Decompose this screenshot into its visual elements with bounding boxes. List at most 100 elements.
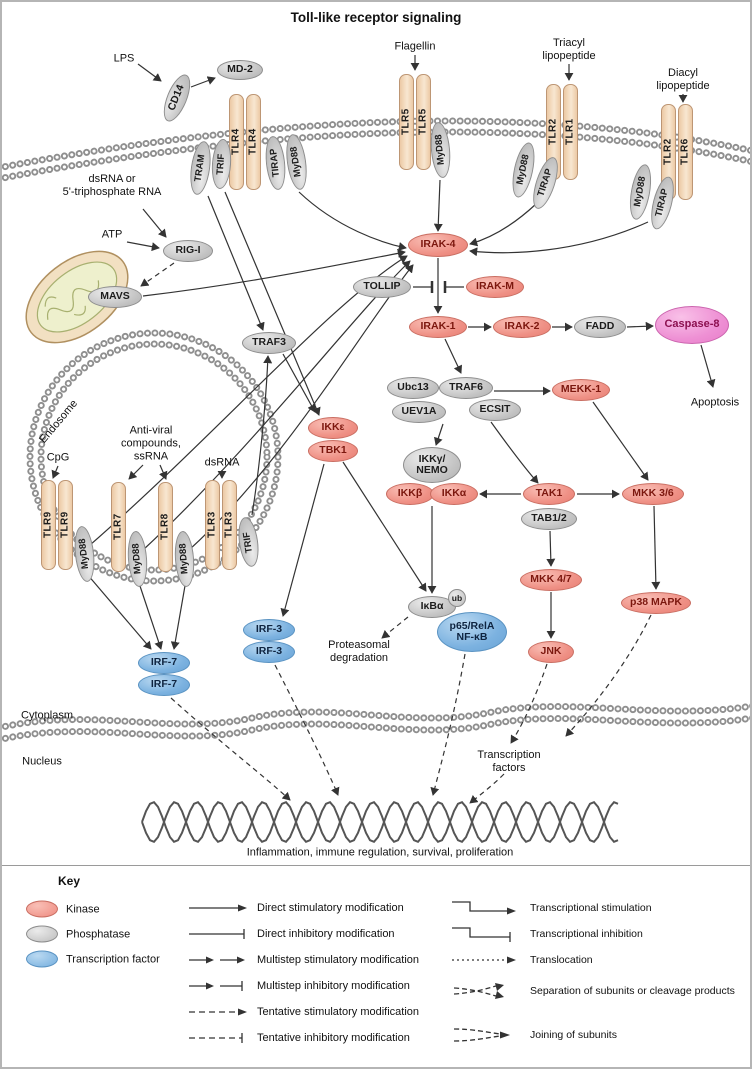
node-tbk1: TBK1 xyxy=(308,440,358,462)
multistep-stimulatory-label: Multistep stimulatory modification xyxy=(257,954,420,966)
edge-6 xyxy=(433,179,443,232)
node-irakm: IRAK-M xyxy=(466,276,524,298)
multistep-stimulatory-icon xyxy=(189,956,245,964)
edge-44 xyxy=(430,653,466,796)
tentative-stimulatory-icon xyxy=(189,1008,247,1016)
dna-strand-2 xyxy=(141,801,619,843)
separation-label: Separation of subunits or cleavage produ… xyxy=(530,985,735,997)
label-nucleus: Nucleus xyxy=(22,755,62,768)
label-dsrna5: dsRNA or 5'-triphosphate RNA xyxy=(62,173,162,198)
legend-transcription-factor: Transcription factor xyxy=(26,950,160,968)
tentative-inhibitory-icon xyxy=(189,1033,243,1043)
node-nfkb: p65/RelA NF-κB xyxy=(437,612,507,652)
edge-16 xyxy=(142,260,411,551)
legend-tentative-inhibitory: Tentative inhibitory modification xyxy=(187,1030,410,1046)
node-irf3b: IRF-3 xyxy=(243,641,295,663)
label-flagellin: Flagellin xyxy=(394,40,436,53)
node-tlr6: TLR6 xyxy=(677,104,693,200)
node-ubc13: Ubc13 xyxy=(387,377,439,399)
label-cpg: CpG xyxy=(46,451,70,464)
edge-50 xyxy=(51,465,60,479)
legend-joining: Joining of subunits xyxy=(450,1026,617,1044)
node-p38: p38 MAPK xyxy=(621,592,691,614)
mitochondrion xyxy=(25,250,129,344)
edge-47 xyxy=(510,663,548,744)
legend-transcriptional-inhibition: Transcriptional inhibition xyxy=(450,925,643,943)
edge-49 xyxy=(469,773,505,804)
nuclear-membrane xyxy=(2,702,750,743)
legend-kinase: Kinase xyxy=(26,900,100,918)
label-caption: Inflammation, immune regulation, surviva… xyxy=(246,846,514,859)
edge-24 xyxy=(170,579,187,650)
joining-icon xyxy=(453,1028,510,1042)
node-uev1a: UEV1A xyxy=(392,401,446,423)
phosphatase-swatch xyxy=(26,925,58,943)
edge-13 xyxy=(140,262,175,287)
figure-title: Toll-like receptor signaling xyxy=(290,10,462,25)
legend-separation: Separation of subunits or cleavage produ… xyxy=(450,982,735,1000)
dna-helix xyxy=(141,801,619,843)
label-apoptosis: Apoptosis xyxy=(690,396,740,409)
edge-22 xyxy=(86,573,152,650)
node-tlr7: TLR7 xyxy=(110,482,126,572)
node-tlr5a: TLR5 xyxy=(398,74,414,170)
legend-direct-inhibitory: Direct inhibitory modification xyxy=(187,926,395,942)
node-tlr5b: TLR5 xyxy=(415,74,431,170)
endosome-membrane xyxy=(26,329,282,585)
node-mkk36: MKK 3/6 xyxy=(622,483,684,505)
node-ikkb: IKKβ xyxy=(386,483,434,505)
node-ub: ub xyxy=(448,589,466,607)
edge-46 xyxy=(170,697,291,801)
edge-7 xyxy=(469,203,537,247)
label-triacyl: Triacyl lipopeptide xyxy=(542,37,596,62)
legend-tentative-stimulatory: Tentative stimulatory modification xyxy=(187,1004,419,1020)
edge-1 xyxy=(190,76,216,88)
edge-52 xyxy=(159,464,168,480)
node-mavs: MAVS xyxy=(88,286,142,308)
edge-11 xyxy=(142,208,167,238)
edge-0 xyxy=(137,63,162,82)
node-mekk1: MEKK-1 xyxy=(552,379,610,401)
node-nemo: IKKγ/ NEMO xyxy=(403,447,461,483)
kinase-swatch xyxy=(26,900,58,918)
node-ikke: IKKε xyxy=(308,417,358,439)
diagram-canvas xyxy=(2,55,750,843)
label-dsrna: dsRNA xyxy=(204,456,240,469)
node-tak1: TAK1 xyxy=(523,483,575,505)
edge-23 xyxy=(137,579,163,650)
transcriptional-stimulation-label: Transcriptional stimulation xyxy=(530,902,652,914)
node-irf3a: IRF-3 xyxy=(243,619,295,641)
node-irak4: IRAK-4 xyxy=(408,233,468,257)
edge-30 xyxy=(626,321,654,331)
translocation-label: Translocation xyxy=(530,954,593,966)
node-mkk47: MKK 4/7 xyxy=(520,569,582,591)
label-antiviral: Anti-viral compounds, ssRNA xyxy=(121,424,181,463)
edge-48 xyxy=(565,614,652,737)
legend-phosphatase: Phosphatase xyxy=(26,925,130,943)
edge-20 xyxy=(280,463,325,617)
edge-34 xyxy=(592,401,649,481)
translocation-icon xyxy=(452,956,516,964)
transcriptional-stimulation-icon xyxy=(452,901,516,915)
edge-35 xyxy=(490,421,539,484)
edge-51 xyxy=(128,464,144,480)
legend-multistep-inhibitory: Multistep inhibitory modification xyxy=(187,978,410,994)
node-ikba: IκBα xyxy=(408,596,456,618)
node-irak2: IRAK-2 xyxy=(493,316,551,338)
legend-title: Key xyxy=(58,874,81,888)
direct-stimulatory-icon xyxy=(189,904,247,912)
edge-12 xyxy=(126,241,160,252)
edge-8 xyxy=(469,221,649,257)
node-fadd: FADD xyxy=(574,316,626,338)
node-casp8: Caspase-8 xyxy=(655,306,729,344)
label-proteasomal: Proteasomal degradation xyxy=(328,639,390,664)
edge-21 xyxy=(342,461,427,592)
label-diacyl: Diacyl lipopeptide xyxy=(656,67,710,92)
edge-31 xyxy=(700,344,716,388)
transcriptional-inhibition-icon xyxy=(452,927,511,942)
edge-39 xyxy=(546,530,556,567)
edge-32 xyxy=(444,338,463,374)
node-irak1: IRAK-1 xyxy=(409,316,467,338)
edge-18 xyxy=(251,355,273,516)
